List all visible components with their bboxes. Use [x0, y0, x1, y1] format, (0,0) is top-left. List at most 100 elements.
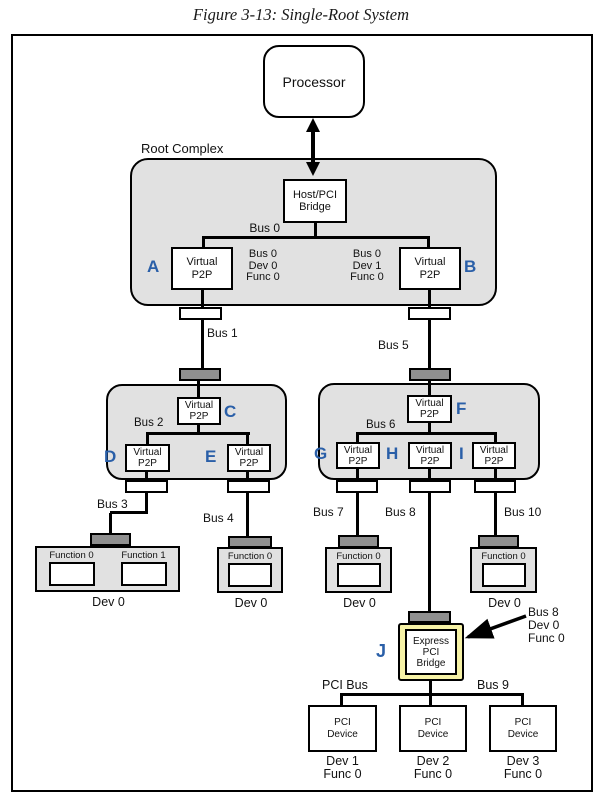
bus4-label: Bus 4	[203, 511, 234, 525]
host-pci-bridge-box: Host/PCI Bridge	[283, 179, 347, 223]
bus3-line	[109, 513, 112, 535]
virtual-p2p-h-box: Virtual P2P	[408, 442, 452, 469]
arrow-up-icon	[306, 118, 320, 132]
function-box	[228, 563, 272, 587]
root-complex-label: Root Complex	[141, 141, 224, 156]
bridge-e-letter: E	[205, 447, 217, 466]
bus-line	[246, 434, 249, 445]
pci-bus-line	[429, 681, 432, 695]
express-pci-bridge-highlight: Express PCI Bridge	[398, 623, 464, 681]
bus2-line	[146, 432, 250, 435]
bridge-d-letter: D	[104, 447, 117, 466]
bridge-a-id: Bus 0 Dev 0 Func 0	[246, 248, 280, 283]
function-cell: Function 0	[336, 551, 381, 591]
function-label: Function 0	[49, 550, 94, 561]
processor-box: Processor	[263, 45, 365, 118]
bridge-b-id: Bus 0 Dev 1 Func 0	[350, 248, 384, 283]
bridge-f-letter: F	[456, 399, 467, 418]
virtual-p2p-g-box: Virtual P2P	[336, 442, 380, 469]
processor-link-line	[311, 130, 315, 166]
pci-device-1-box: PCI Device	[308, 705, 377, 752]
virtual-p2p-d-box: Virtual P2P	[125, 444, 170, 472]
function-label: Function 0	[227, 551, 273, 562]
bus0-label: Bus 0	[249, 221, 280, 235]
processor-label: Processor	[282, 73, 346, 90]
bus-line	[314, 223, 317, 237]
port-connector	[336, 480, 378, 493]
bus4-line	[246, 472, 249, 538]
slot-connector	[179, 368, 221, 381]
bus-line	[427, 236, 430, 248]
bridge-j-letter: J	[376, 641, 387, 661]
bus-line	[494, 434, 497, 443]
endpoint-device-3: Function 0	[325, 547, 392, 593]
bus3-line	[110, 511, 148, 514]
bus6-line	[356, 432, 497, 435]
function-cell: Function 0	[228, 551, 272, 591]
port-connector	[179, 307, 222, 320]
function-label: Function 1	[121, 550, 166, 561]
slot-connector	[90, 533, 131, 546]
endpoint-4-dev-label: Dev 0	[488, 596, 521, 610]
bus10-label: Bus 10	[504, 505, 542, 519]
bridge-h-letter: H	[386, 444, 399, 463]
bus9-line	[340, 693, 524, 696]
virtual-p2p-a-box: Virtual P2P	[171, 247, 233, 290]
port-connector	[227, 480, 270, 493]
endpoint-device-1: Function 0 Function 1	[35, 546, 180, 592]
bus-line	[428, 422, 431, 435]
bus8-line	[428, 467, 431, 613]
bus5-line	[428, 290, 431, 370]
bus1-line	[201, 290, 204, 370]
pci-device-3-id: Dev 3 Func 0	[503, 754, 543, 781]
function-cell: Function 0	[48, 550, 95, 590]
function-box	[336, 563, 381, 587]
callout-arrow-icon	[464, 614, 527, 639]
bus7-line	[356, 467, 359, 536]
pci-drop-line	[340, 693, 343, 706]
virtual-p2p-f-box: Virtual P2P	[407, 395, 452, 423]
bus-line	[197, 381, 200, 398]
bridge-g-letter: G	[314, 444, 328, 463]
bus-line	[146, 434, 149, 445]
bridge-c-letter: C	[224, 402, 237, 421]
arrow-down-icon	[306, 162, 320, 176]
figure-border	[11, 34, 593, 792]
pci-device-2-box: PCI Device	[399, 705, 467, 752]
bus-line	[428, 380, 431, 396]
figure-caption: Figure 3-13: Single-Root System	[192, 5, 410, 24]
slot-connector	[409, 368, 451, 381]
virtual-p2p-b-box: Virtual P2P	[399, 247, 461, 290]
endpoint-device-4: Function 0	[470, 547, 537, 593]
endpoint-device-2: Function 0	[217, 547, 283, 593]
port-connector	[409, 480, 451, 493]
bus10-line	[494, 467, 497, 536]
bus5-label: Bus 5	[378, 338, 409, 352]
pci-drop-line	[521, 693, 524, 706]
bridge-a-letter: A	[147, 257, 160, 276]
virtual-p2p-e-box: Virtual P2P	[227, 444, 271, 472]
bus7-label: Bus 7	[313, 505, 344, 519]
endpoint-3-dev-label: Dev 0	[343, 596, 376, 610]
function-box	[120, 562, 167, 586]
port-connector	[125, 480, 168, 493]
bus-line	[197, 425, 200, 434]
bus-line	[356, 434, 359, 443]
pci-device-3-box: PCI Device	[489, 705, 557, 752]
function-cell: Function 0	[481, 551, 526, 591]
slot-connector	[408, 611, 451, 623]
bus3-line	[145, 472, 148, 514]
port-connector	[408, 307, 451, 320]
pci-drop-line	[429, 693, 432, 706]
bus-line	[202, 236, 205, 248]
endpoint-1-dev-label: Dev 0	[92, 595, 125, 609]
port-connector	[474, 480, 516, 493]
bus8-label: Bus 8	[385, 505, 416, 519]
bus2-label: Bus 2	[134, 417, 164, 429]
express-pci-bridge-box: Express PCI Bridge	[405, 629, 457, 675]
bridge-b-letter: B	[464, 257, 477, 276]
bus1-label: Bus 1	[207, 326, 238, 340]
bus6-label: Bus 6	[366, 419, 396, 431]
bus9-label: Bus 9	[477, 678, 509, 692]
